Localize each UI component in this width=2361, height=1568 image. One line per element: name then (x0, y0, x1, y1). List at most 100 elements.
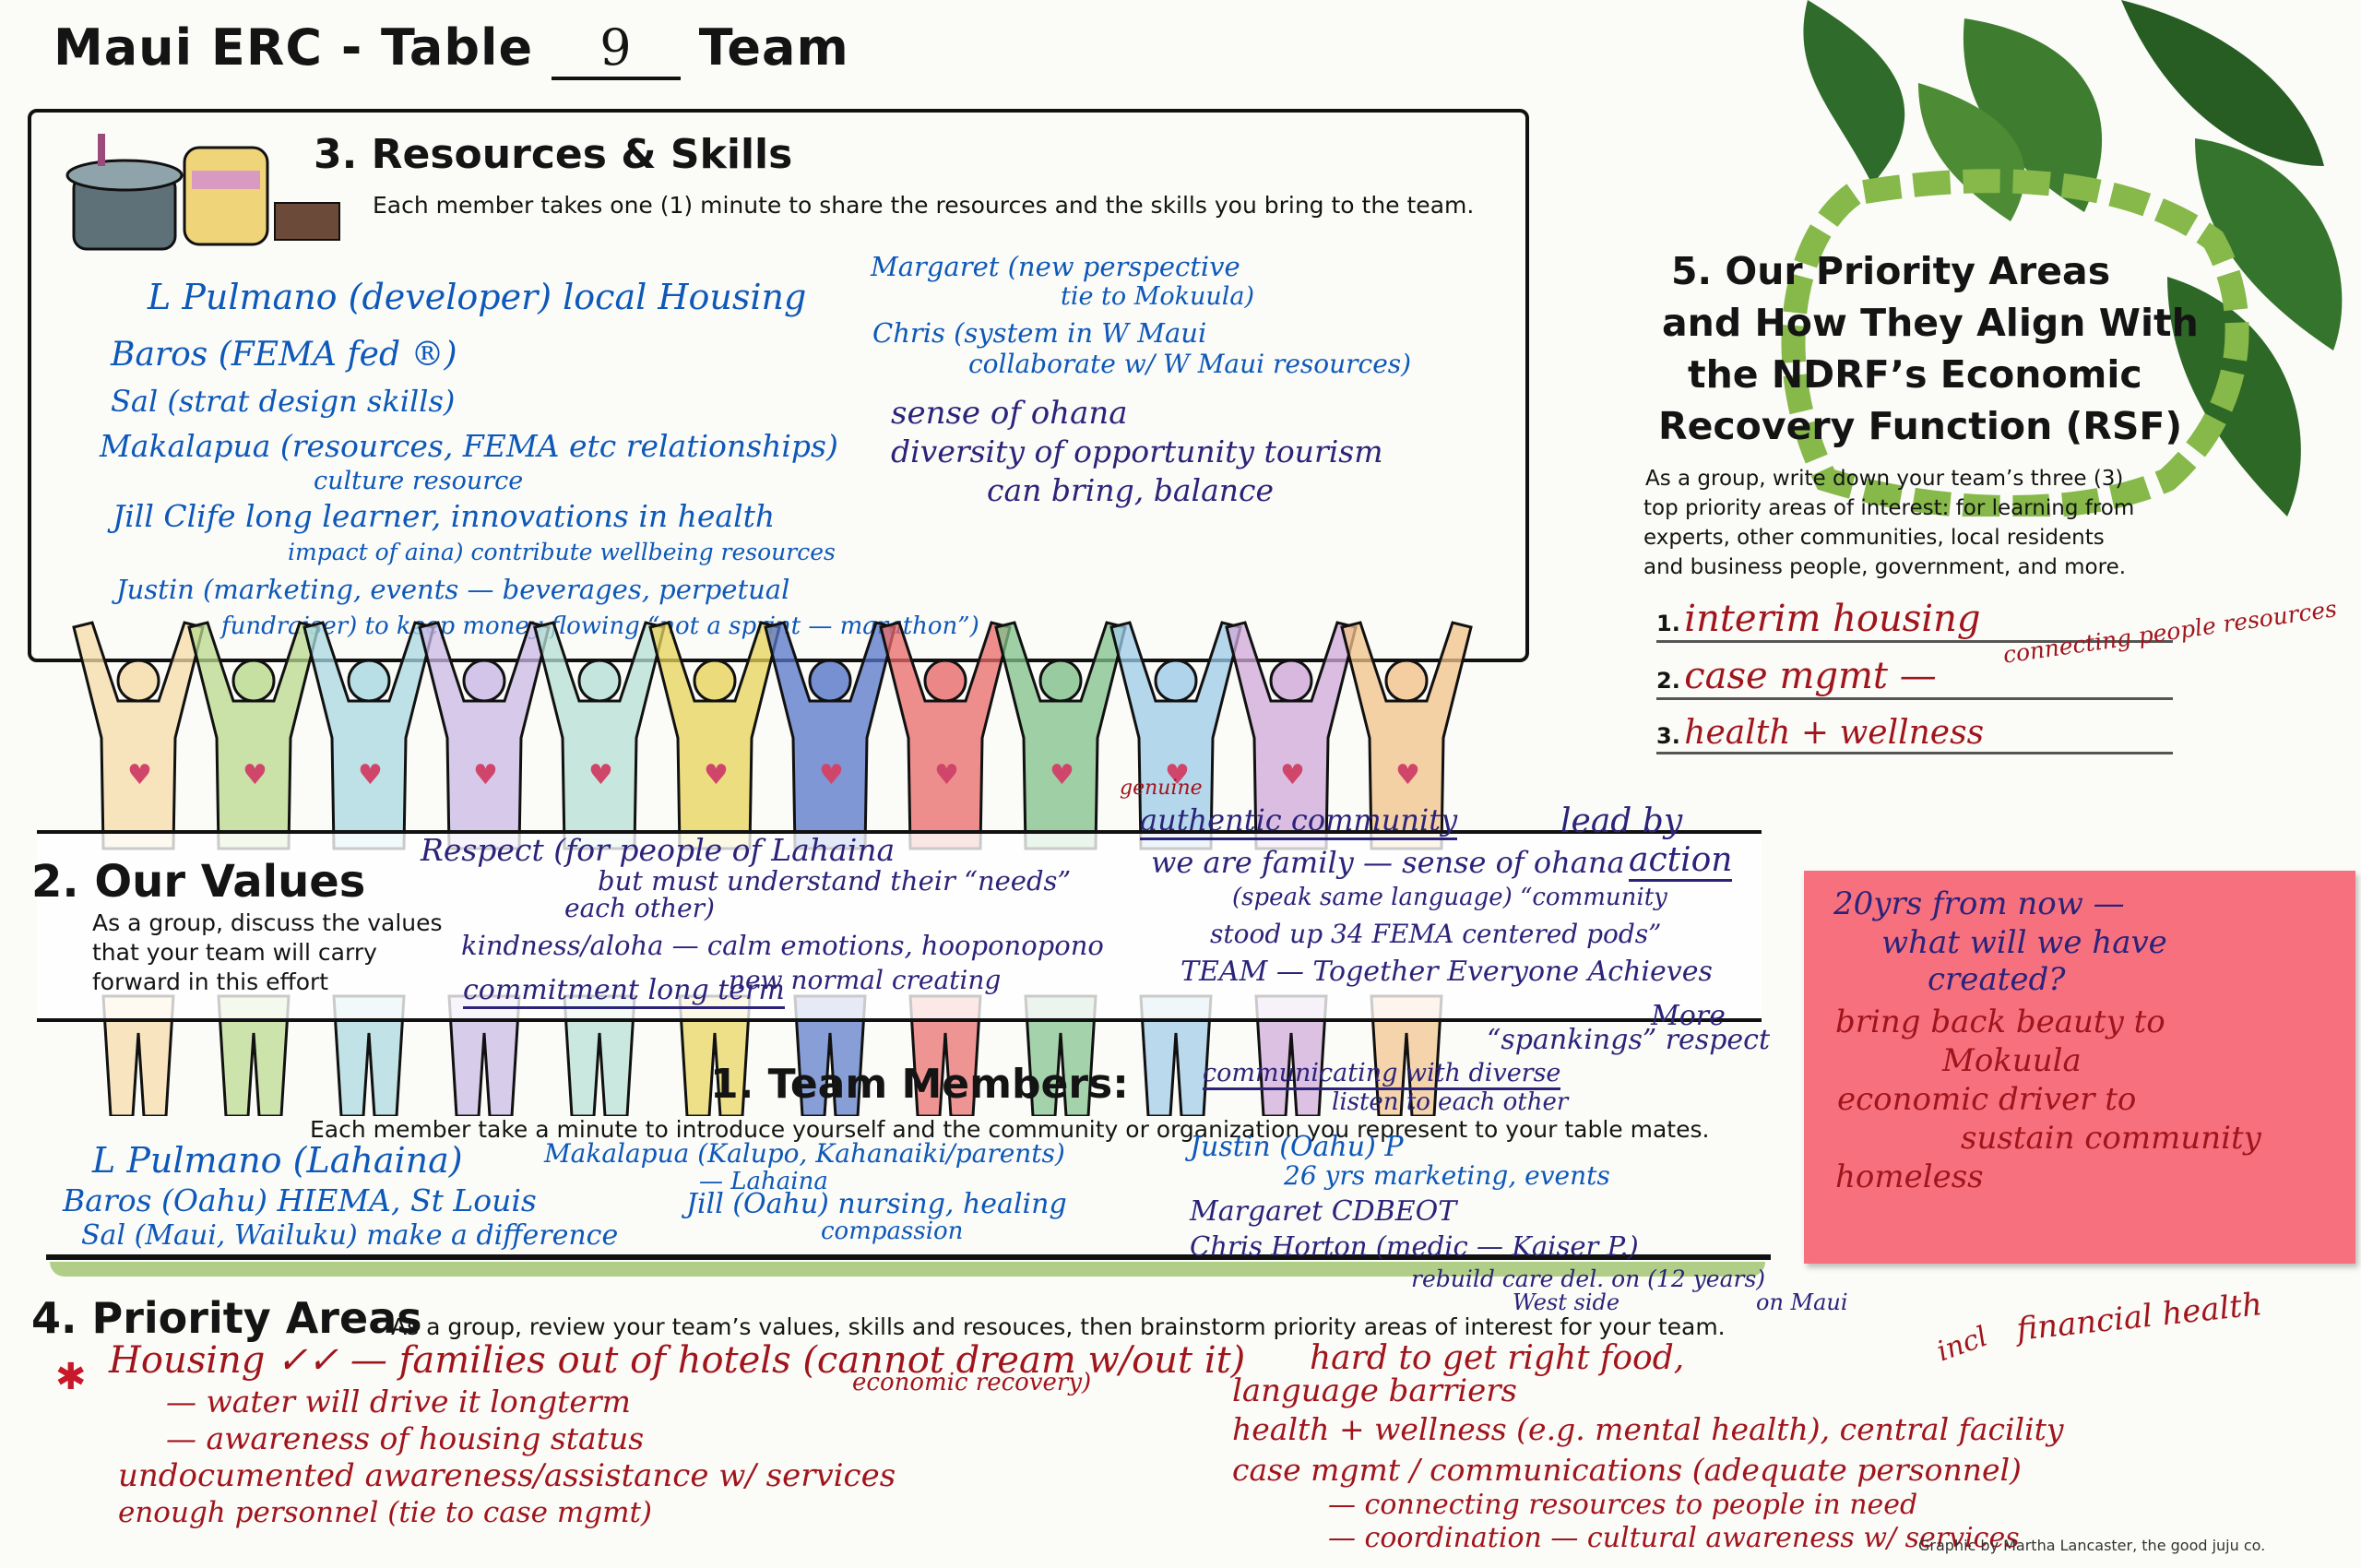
person-figure: ♥ (1225, 621, 1358, 1116)
priority-note: — awareness of housing status (166, 1420, 645, 1456)
rsf-item-text: case mgmt — (1684, 655, 1937, 697)
values-note: kindness/aloha — calm emotions, hooponop… (461, 930, 1104, 961)
values-heading: 2. Our Values (31, 856, 366, 908)
heart-icon: ♥ (243, 759, 267, 791)
heart-icon: ♥ (1165, 759, 1190, 791)
rsf-item-text: interim housing (1684, 598, 1981, 640)
rsf-item-number: 1. (1656, 611, 1680, 636)
priority-note: economic recovery) (852, 1369, 1092, 1396)
sticky-line: homeless (1835, 1158, 1984, 1195)
page-title: Maui ERC - Table 9 Team (53, 18, 849, 80)
priority-note: — water will drive it longterm (166, 1384, 631, 1420)
rsf-instructions-line: As a group, write down your team’s three… (1645, 467, 2124, 491)
resources-note: Makalapua (resources, FEMA etc relations… (100, 428, 838, 464)
values-note: (speak same language) “community (1232, 884, 1667, 911)
resources-note: Chris (system in W Maui (872, 317, 1207, 349)
person-figure: ♥ (1340, 621, 1473, 1116)
heart-icon: ♥ (1280, 759, 1305, 791)
heart-icon: ♥ (704, 759, 729, 791)
title-prefix: Maui ERC - Table (53, 18, 534, 77)
resources-note: Sal (strat design skills) (111, 384, 456, 419)
resources-note: Jill Clife long learner, innovations in … (113, 498, 776, 534)
sticky-line: economic driver to (1837, 1081, 2137, 1118)
heart-icon: ♥ (588, 759, 613, 791)
priority-note: — connecting resources to people in need (1328, 1489, 1918, 1521)
resources-note: impact of aina) contribute wellbeing res… (288, 539, 836, 565)
resources-note: can bring, balance (987, 472, 1275, 508)
priority-note: language barriers (1232, 1372, 1517, 1409)
sticky-note (1804, 871, 2355, 1264)
team-people-illustration: ♥ ♥ ♥ ♥ ♥ ♥ ♥ ♥ ♥ ♥ ♥ ♥ (72, 621, 1473, 1116)
values-note: each other) (564, 893, 715, 923)
member-note: — Lahaina (699, 1168, 828, 1195)
priority-note: case mgmt / communications (adequate per… (1232, 1452, 2022, 1488)
priority-note: financial health (2014, 1286, 2264, 1348)
resources-heading: 3. Resources & Skills (314, 131, 793, 178)
priority-note: undocumented awareness/assistance w/ ser… (118, 1457, 896, 1494)
person-figure: ♥ (187, 621, 320, 1116)
members-band (46, 1254, 1771, 1260)
member-note: West side (1513, 1289, 1620, 1315)
values-note: lead by (1560, 802, 1683, 840)
person-figure: ♥ (533, 621, 666, 1116)
rsf-instructions-line: top priority areas of interest: for lear… (1643, 496, 2135, 520)
sticky-line: bring back beauty to (1835, 1004, 2165, 1040)
rsf-instructions-line: and business people, government, and mor… (1643, 555, 2127, 579)
priority-note: — coordination — cultural awareness w/ s… (1328, 1522, 2020, 1554)
member-note: L Pulmano (Lahaina) (92, 1140, 463, 1181)
member-note: Sal (Maui, Wailuku) make a difference (81, 1219, 619, 1252)
sticky-line: sustain community (1961, 1120, 2261, 1157)
rsf-item: 2. case mgmt — (1656, 655, 2173, 700)
heart-icon: ♥ (934, 759, 959, 791)
resources-note: L Pulmano (developer) local Housing (148, 277, 807, 317)
values-note: we are family — sense of ohana (1151, 845, 1625, 880)
values-note: but must understand their “needs” (598, 865, 1072, 897)
values-note: listen to each other (1332, 1088, 1569, 1116)
values-note: TEAM — Together Everyone Achieves (1180, 956, 1713, 988)
values-note: action (1629, 841, 1733, 882)
rsf-item: 3. health + wellness (1656, 714, 2173, 754)
values-instructions-line: that your team will carry (92, 939, 377, 966)
person-figure: ♥ (648, 621, 781, 1116)
values-instructions-line: forward in this effort (92, 968, 329, 995)
member-note: Jill (Oahu) nursing, healing (686, 1188, 1067, 1220)
heart-icon: ♥ (127, 759, 152, 791)
values-note: genuine (1120, 777, 1203, 800)
member-note: Justin (Oahu) P (1190, 1131, 1404, 1163)
priority-note: Housing ✓✓ — families out of hotels (can… (109, 1339, 1246, 1382)
heart-icon: ♥ (473, 759, 498, 791)
member-note: 26 yrs marketing, events (1284, 1160, 1610, 1191)
resources-note: fundraiser) to keep money flowing “not a… (221, 612, 979, 640)
resources-instructions: Each member takes one (1) minute to shar… (373, 192, 1475, 219)
values-note: “spankings” respect (1487, 1024, 1771, 1056)
rsf-item: 1. interim housing (1656, 598, 2173, 643)
rsf-heading-line: the NDRF’s Economic (1688, 352, 2142, 397)
priority-areas-instructions: As a group, review your team’s values, s… (391, 1313, 1726, 1340)
values-note: communicating with diverse (1203, 1059, 1561, 1090)
resources-note: culture resource (314, 467, 524, 495)
resources-note: sense of ohana (891, 395, 1128, 432)
values-note: More (1651, 1000, 1726, 1032)
rsf-instructions-line: experts, other communities, local reside… (1643, 526, 2105, 550)
priority-note: hard to get right food, (1310, 1339, 1685, 1377)
cooking-pot-icon (65, 134, 340, 251)
rsf-heading-line: 5. Our Priority Areas (1671, 249, 2111, 293)
credit-text: Graphic by Martha Lancaster, the good ju… (1918, 1537, 2266, 1554)
rsf-item-number: 2. (1656, 668, 1680, 694)
rsf-item-number: 3. (1656, 723, 1680, 749)
heart-icon: ♥ (819, 759, 844, 791)
sticky-line: what will we have (1881, 924, 2167, 961)
resources-note: collaborate w/ W Maui resources) (968, 349, 1412, 379)
resources-note: diversity of opportunity tourism (891, 434, 1383, 469)
priority-areas-heading: 4. Priority Areas (31, 1293, 422, 1343)
sticky-line: created? (1928, 961, 2066, 998)
resources-note: Margaret (new perspective (871, 251, 1240, 282)
resources-note: Justin (marketing, events — beverages, p… (116, 574, 790, 605)
values-instructions-line: As a group, discuss the values (92, 909, 443, 936)
star-icon: ✱ (55, 1357, 87, 1397)
member-note: Margaret CDBEOT (1190, 1195, 1457, 1228)
heart-icon: ♥ (1050, 759, 1074, 791)
rsf-heading-line: Recovery Function (RSF) (1658, 404, 2183, 448)
rsf-heading-line: and How They Align With (1662, 301, 2199, 345)
person-figure: ♥ (303, 621, 435, 1116)
